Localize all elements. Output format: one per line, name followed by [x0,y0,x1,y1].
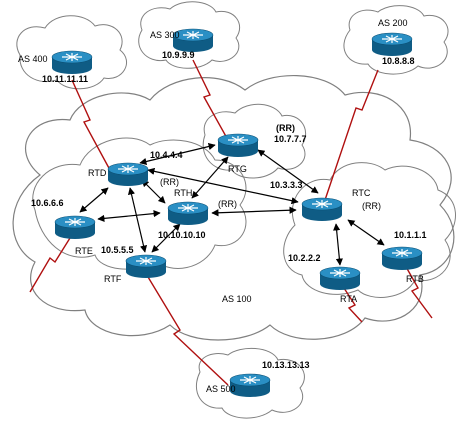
ebgp-link-as400-rtd [71,79,111,171]
rth-ip: 10.10.10.10 [158,230,206,240]
link-rth-rtg [191,156,229,199]
ebgp-link-rtf-as500 [144,271,229,386]
rtg-router-icon [217,133,259,158]
rta-router-icon [319,266,361,291]
rtb-label: RTB [406,274,424,284]
rte-ip: 10.6.6.6 [31,198,64,208]
rtc-router-icon [301,197,343,222]
rtd-ip: 10.4.4.4 [150,150,183,160]
as100-label: AS 100 [222,294,252,304]
as500-label: AS 500 [206,384,236,394]
rtd-label: RTD [88,168,107,178]
rtf-router-icon [125,254,167,279]
rtg-ip: 10.7.7.7 [274,134,307,144]
rta-ip: 10.2.2.2 [288,253,321,263]
as500-router-icon [229,373,271,398]
as300-label: AS 300 [150,30,180,40]
as300-ip: 10.9.9.9 [162,50,195,60]
as200-ip: 10.8.8.8 [382,56,415,66]
rtf-label: RTF [104,274,122,284]
rte-label: RTE [75,246,93,256]
rte-router-icon [54,215,96,240]
as400-router-icon [51,50,93,75]
right-cluster-cloud [283,162,456,298]
link-rtc-rta [333,223,343,266]
link-rte-rth [97,210,161,222]
link-rth-rtc [211,206,297,217]
ebgp-link-as300-rtg [192,59,229,141]
as200-router-icon [371,32,413,57]
link-rtc-rtb [347,219,385,246]
rtg-label: RTG [228,164,247,174]
link-rtd-rte [79,187,109,213]
rth-router-icon [167,201,209,226]
rtd-router-icon [107,162,149,187]
rtb-router-icon [381,246,423,271]
link-rtg-rtc [257,149,319,194]
rtc-label: RTC [352,188,371,198]
as200-label: AS 200 [378,18,408,28]
ebgp-link-rte-out [29,237,71,293]
as400-ip: 10.11.11.11 [42,74,88,84]
rtg-rr-label: (RR) [276,123,295,133]
ebgp-link-as200-rtc [324,69,379,201]
rtb-ip: 10.1.1.1 [394,230,427,240]
rth-label: RTH [174,188,192,198]
link-rth-rtf [151,223,181,253]
rtc-ip: 10.3.3.3 [270,180,303,190]
left-cluster-cloud [32,137,247,270]
as500-ip: 10.13.13.13 [262,360,310,370]
rtf-ip: 10.5.5.5 [101,245,134,255]
ebgp-link-rta-out [341,284,363,323]
rtc-rr-label: (RR) [362,201,381,211]
rth-rr-label: (RR) [160,177,179,187]
rta-label: RTA [340,294,357,304]
rth-link-rr-label: (RR) [218,199,237,209]
ebgp-link-rtb-out [404,264,433,319]
as400-label: AS 400 [18,54,48,64]
link-rtd-rtg [139,143,216,165]
